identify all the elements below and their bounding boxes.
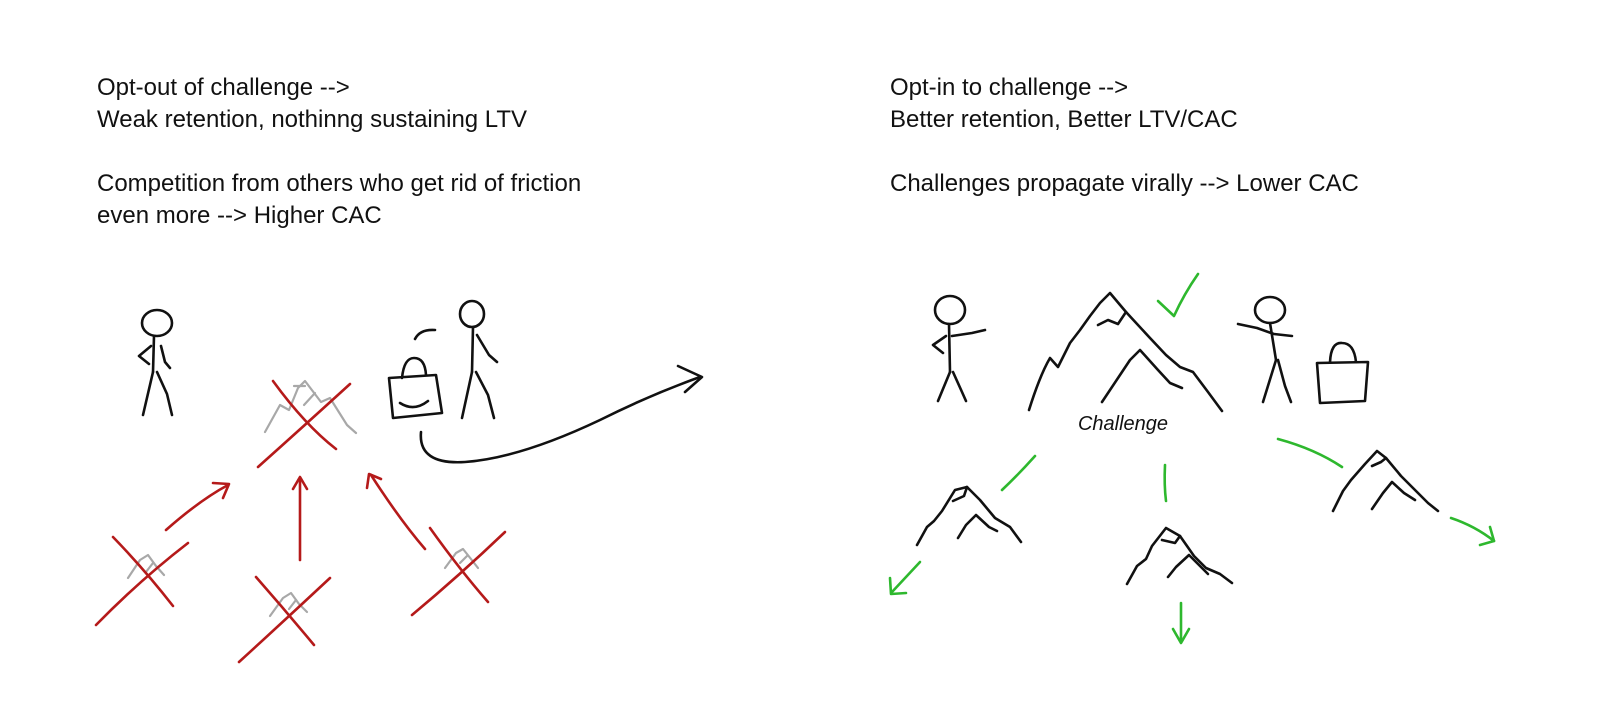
cross-mark-right xyxy=(410,526,507,617)
left-heading-line-2: Weak retention, nothinng sustaining LTV xyxy=(97,106,528,133)
cross-mark-left xyxy=(94,535,190,627)
cross-mark-top xyxy=(256,379,352,469)
left-panel-text: Opt-out of challenge --> Weak retention,… xyxy=(97,72,581,232)
leaving-stick-figure xyxy=(458,299,499,420)
check-icon xyxy=(1156,272,1200,318)
upward-arrow-middle xyxy=(291,475,309,562)
viral-mountain-left xyxy=(915,485,1023,547)
right-shopping-bag-icon xyxy=(1315,341,1370,405)
cross-mark-middle xyxy=(237,575,332,664)
challenger-stick-figure xyxy=(1236,295,1294,404)
upward-arrow-left xyxy=(164,481,231,532)
challenge-mountain xyxy=(1027,291,1224,413)
right-heading-line-1: Opt-in to challenge --> xyxy=(890,74,1129,101)
faded-mountain-right xyxy=(443,547,480,570)
faded-mountain-left xyxy=(126,553,166,580)
shopping-bag-icon xyxy=(387,328,444,420)
spread-line-left xyxy=(1000,454,1037,492)
exit-arrow xyxy=(419,364,704,464)
upward-arrow-right xyxy=(365,472,427,551)
spread-line-center xyxy=(1163,463,1168,503)
faded-mountain-top xyxy=(263,379,358,435)
left-stick-figure xyxy=(137,308,174,417)
right-paragraph-line-1: Challenges propagate virally --> Lower C… xyxy=(890,170,1359,197)
left-heading-line-1: Opt-out of challenge --> xyxy=(97,74,350,101)
arrow-down-left-icon xyxy=(888,560,922,596)
spread-line-right xyxy=(1276,437,1344,469)
challenge-label: Challenge xyxy=(1078,413,1168,435)
arrow-down-right-icon xyxy=(1449,516,1496,547)
left-paragraph-line-2: even more --> Higher CAC xyxy=(97,202,382,229)
right-stick-figure xyxy=(931,294,987,403)
viral-mountain-right xyxy=(1331,449,1440,513)
viral-mountain-center xyxy=(1125,526,1234,586)
right-heading-line-2: Better retention, Better LTV/CAC xyxy=(890,106,1238,133)
right-panel-text: Opt-in to challenge --> Better retention… xyxy=(890,72,1359,200)
left-paragraph-line-1: Competition from others who get rid of f… xyxy=(97,170,582,197)
arrow-down-icon xyxy=(1171,601,1191,645)
